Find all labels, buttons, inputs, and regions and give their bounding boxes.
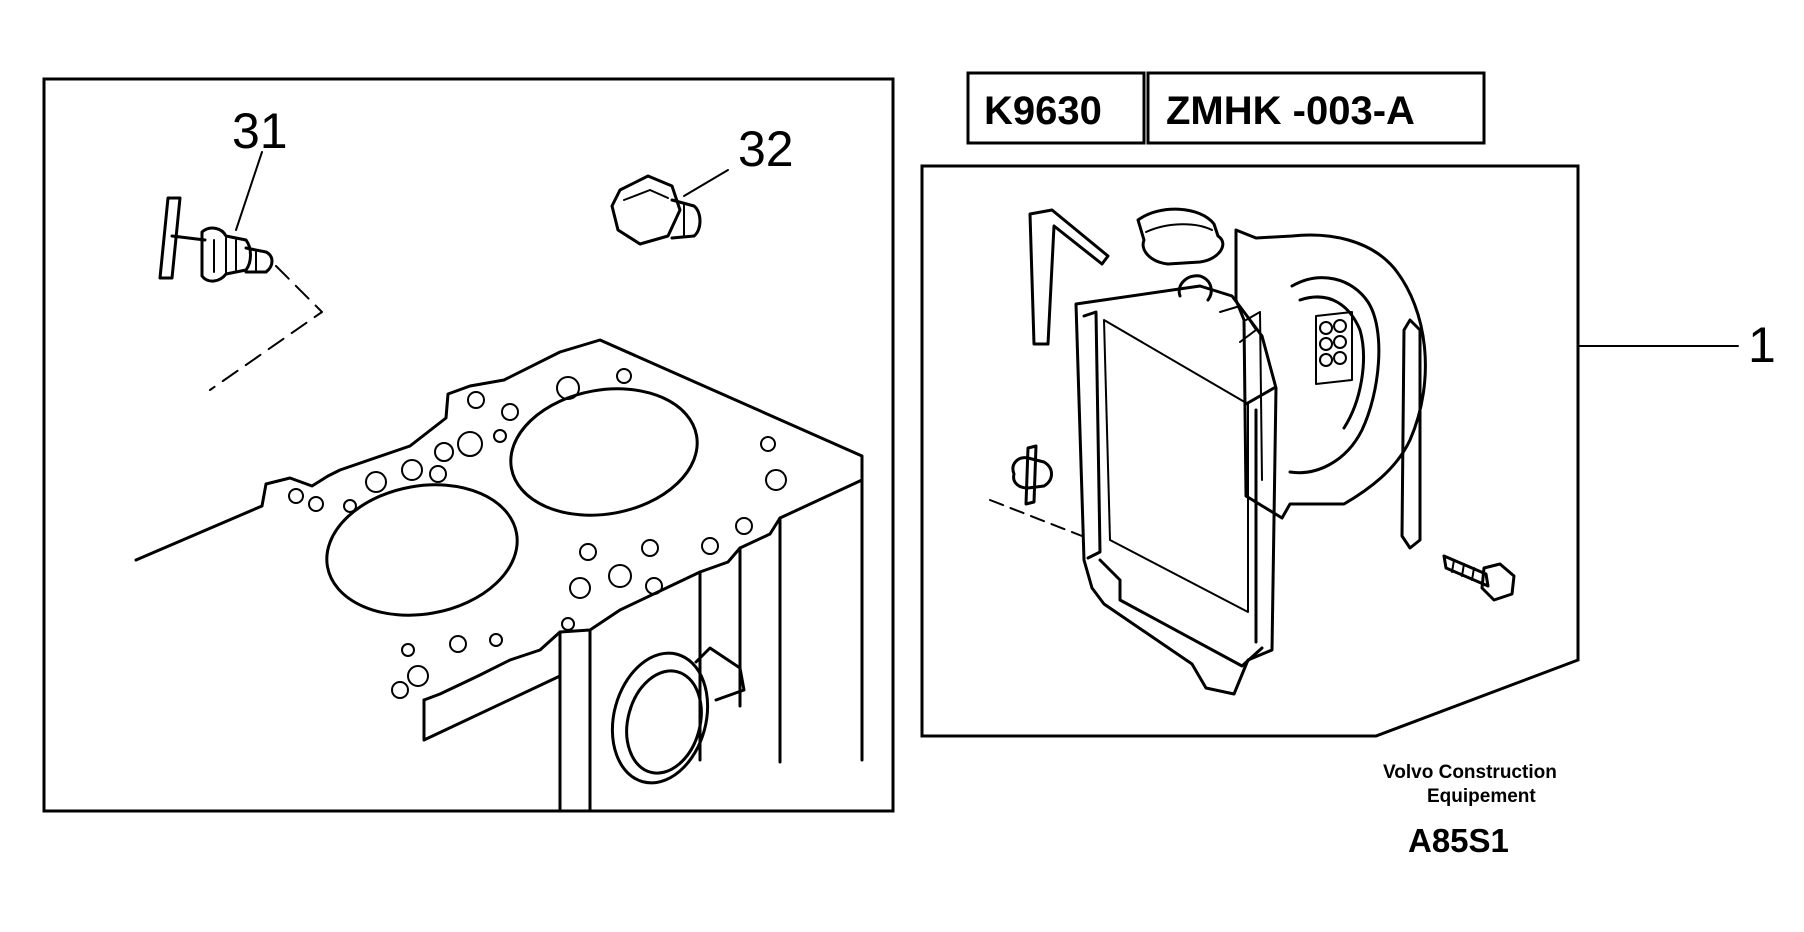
bolt-drawing: [1442, 554, 1516, 602]
callout-31: 31: [232, 103, 288, 159]
brand-line-1: Volvo Construction: [1383, 762, 1557, 783]
figure-code: A85S1: [1408, 822, 1509, 859]
left-panel-frame: [42, 77, 895, 813]
drain-valve-drawing: [989, 444, 1083, 537]
brand-line-2: Equipement: [1427, 786, 1536, 807]
engine-block-drawing: [134, 338, 864, 812]
reference-box-2: [1146, 71, 1486, 145]
right-panel-frame: [920, 164, 1580, 738]
left-panel: 31 32: [42, 77, 895, 813]
fan-shroud-drawing: [1234, 228, 1427, 550]
hose-drawing: [1028, 208, 1110, 346]
radiator-cap-drawing: [1136, 207, 1225, 266]
callout-32: 32: [738, 121, 794, 177]
reference-code-2: ZMHK -003-A: [1166, 89, 1415, 133]
reference-code-1: K9630: [984, 89, 1102, 133]
drain-cock-drawing: [158, 196, 323, 391]
right-panel: K9630 ZMHK -003-A: [920, 71, 1776, 738]
plug-drawing: [610, 174, 702, 246]
callout-1: 1: [1748, 317, 1776, 373]
leader-line-31: [235, 151, 263, 231]
footer: Volvo Construction Equipement A85S1: [1383, 762, 1557, 859]
radiator-drawing: [1074, 274, 1278, 696]
reference-box-1: [966, 71, 1146, 145]
reference-code-boxes: K9630 ZMHK -003-A: [966, 71, 1486, 145]
leader-line-32: [683, 169, 729, 197]
